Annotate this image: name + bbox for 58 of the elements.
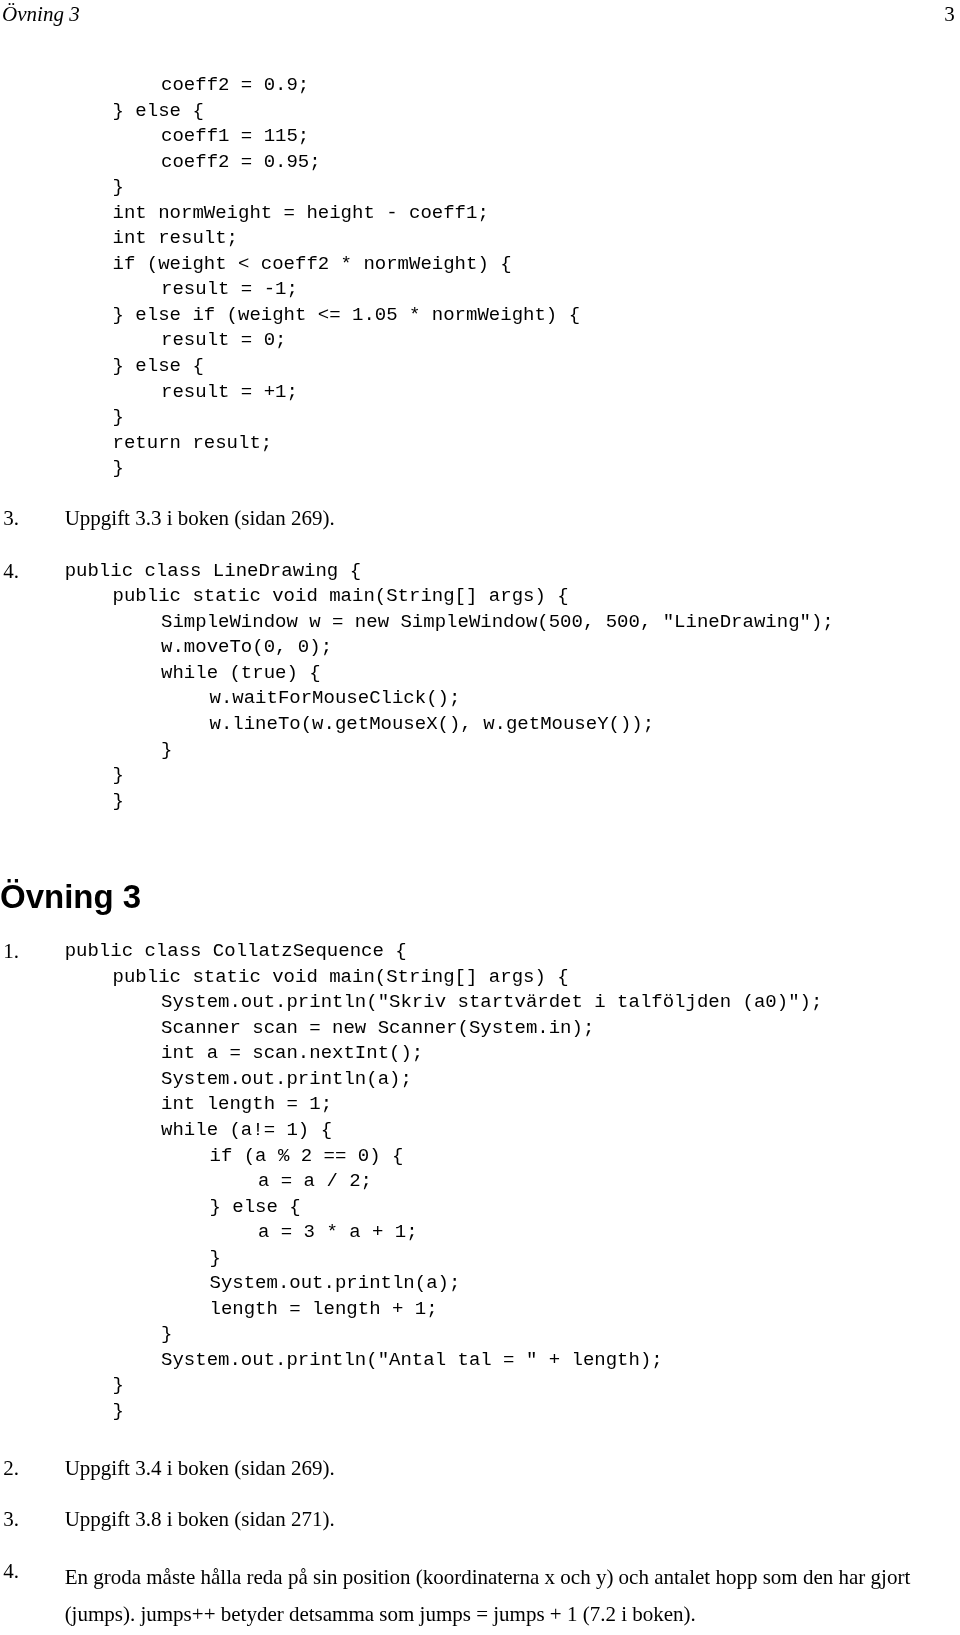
code-line: } bbox=[112, 406, 124, 429]
code-line: } bbox=[112, 1399, 124, 1423]
code-line: } bbox=[112, 1374, 124, 1398]
code-line: } else if (weight <= 1.05 * normWeight) { bbox=[112, 303, 581, 327]
code-line: } bbox=[112, 789, 124, 813]
code-line: } bbox=[209, 1246, 221, 1270]
code-line: } bbox=[112, 176, 124, 199]
code-line: } bbox=[161, 738, 173, 762]
code-line: result = +1; bbox=[161, 380, 298, 404]
code-line: while (a!= 1) { bbox=[161, 1119, 333, 1142]
code-line: int normWeight = height - coeff1; bbox=[112, 201, 489, 225]
code-line: if (weight < coeff2 * normWeight) { bbox=[112, 252, 512, 276]
code-line: int result; bbox=[112, 227, 238, 251]
code-line: } else { bbox=[112, 99, 204, 123]
code-line: if (a % 2 == 0) { bbox=[209, 1144, 404, 1168]
code-line: w.waitForMouseClick(); bbox=[209, 687, 461, 711]
code-line: w.moveTo(0, 0); bbox=[161, 636, 333, 660]
body-text: Uppgift 3.3 i boken (sidan 269). bbox=[64, 506, 335, 532]
code-line: a = 3 * a + 1; bbox=[257, 1221, 418, 1244]
code-line: result = -1; bbox=[161, 278, 298, 302]
code-line: result = 0; bbox=[161, 329, 287, 353]
code-line: coeff2 = 0.9; bbox=[161, 74, 310, 97]
page-number: 3 bbox=[944, 2, 955, 28]
item-number: 3. bbox=[3, 506, 19, 532]
code-line: coeff1 = 115; bbox=[161, 125, 310, 148]
body-text: En groda måste hålla reda på sin position (koordinaterna x och y) och antalet hopp som den har gjort (jumps). jumps++ betyder detsamma som jumps = jumps + 1 (7.2 i boken). bbox=[64, 1564, 912, 1628]
code-line: Scanner scan = new Scanner(System.in); bbox=[161, 1016, 595, 1040]
code-line: System.out.println("Antal tal = " + length); bbox=[161, 1348, 663, 1372]
code-line: int length = 1; bbox=[161, 1093, 333, 1117]
item-number: 4. bbox=[3, 1559, 19, 1585]
code-line: System.out.println(a); bbox=[161, 1067, 412, 1091]
code-line: public class LineDrawing { bbox=[64, 559, 362, 583]
code-line: public class CollatzSequence { bbox=[64, 940, 407, 964]
code-line: length = length + 1; bbox=[209, 1297, 438, 1321]
code-line: } bbox=[112, 457, 124, 480]
body-text: Uppgift 3.8 i boken (sidan 271). bbox=[64, 1507, 335, 1533]
code-line: } bbox=[112, 764, 124, 787]
code-line: public static void main(String[] args) { bbox=[112, 585, 569, 609]
item-number: 2. bbox=[3, 1456, 19, 1482]
code-line: coeff2 = 0.95; bbox=[161, 150, 321, 174]
running-header: Övning 3 bbox=[2, 2, 80, 28]
body-text: Uppgift 3.4 i boken (sidan 269). bbox=[64, 1456, 335, 1482]
code-line: } else { bbox=[112, 355, 204, 378]
code-line: int a = scan.nextInt(); bbox=[161, 1042, 424, 1066]
code-line: w.lineTo(w.getMouseX(), w.getMouseY()); bbox=[209, 713, 655, 736]
code-line: a = a / 2; bbox=[257, 1170, 372, 1193]
section-heading: Övning 3 bbox=[0, 876, 142, 917]
item-number: 4. bbox=[3, 558, 19, 584]
code-line: return result; bbox=[112, 431, 273, 455]
code-line: System.out.println("Skriv startvärdet i talföljden (a0)"); bbox=[161, 991, 823, 1015]
code-line: while (true) { bbox=[161, 661, 321, 685]
code-line: public static void main(String[] args) { bbox=[112, 965, 569, 989]
code-line: } else { bbox=[209, 1195, 301, 1219]
item-number: 3. bbox=[3, 1507, 19, 1533]
code-line: } bbox=[161, 1323, 173, 1347]
code-line: System.out.println(a); bbox=[209, 1272, 461, 1296]
item-number: 1. bbox=[3, 939, 19, 965]
code-line: SimpleWindow w = new SimpleWindow(500, 500, "LineDrawing"); bbox=[161, 610, 834, 634]
